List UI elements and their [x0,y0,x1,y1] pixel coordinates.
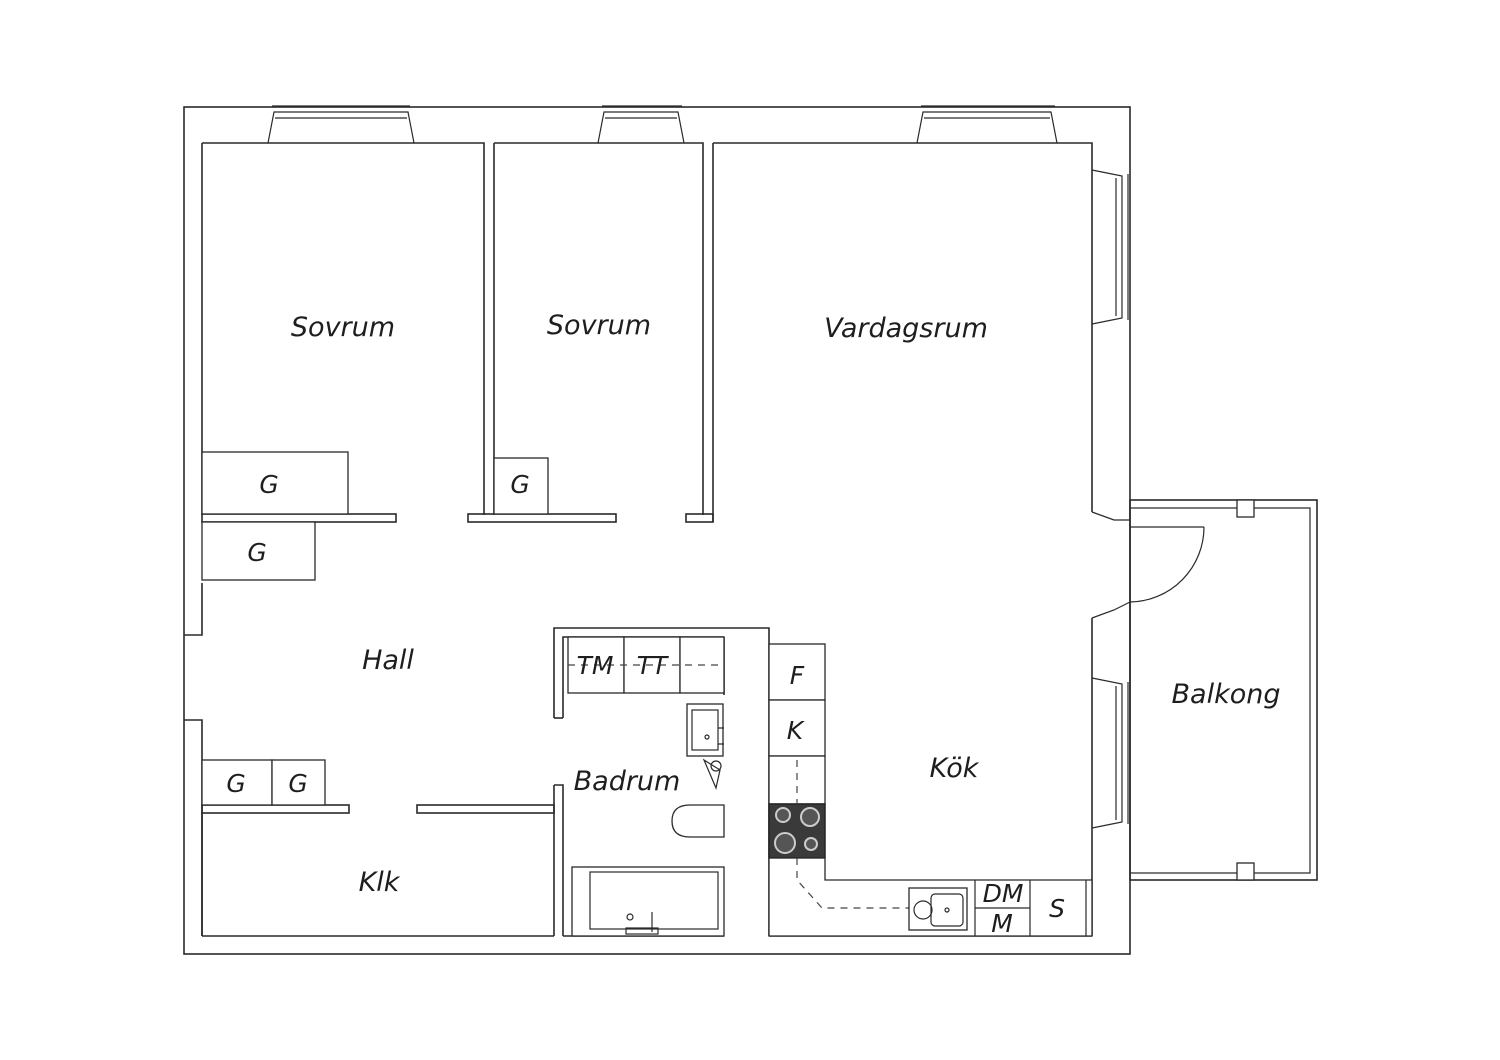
kitchen-fixtures [768,643,1093,937]
label-tt: TT [637,651,669,680]
balcony [1129,499,1318,881]
label-badrum: Badrum [574,766,681,797]
label-klk: Klk [359,867,401,898]
label-sovrum-1: Sovrum [291,312,395,343]
label-balkong: Balkong [1172,679,1281,710]
windows [267,105,1131,829]
label-s: S [1049,894,1065,923]
label-f: F [790,661,805,690]
label-kok: Kök [930,753,980,784]
label-tm: TM [577,651,614,680]
label-dm: DM [983,879,1024,908]
label-vardagsrum: Vardagsrum [824,313,988,344]
label-closet-g-1: G [259,470,278,499]
label-closet-g-3: G [247,538,266,567]
label-m: M [991,909,1013,938]
outer-walls [183,106,1131,955]
label-sovrum-2: Sovrum [547,310,651,341]
bathroom-fixtures [571,703,725,937]
label-k: K [787,716,806,745]
label-closet-g-4: G [226,769,245,798]
closets [201,451,549,806]
label-closet-g-2: G [510,470,529,499]
laundry-units [567,636,725,694]
label-hall: Hall [362,645,414,676]
label-closet-g-5: G [288,769,307,798]
